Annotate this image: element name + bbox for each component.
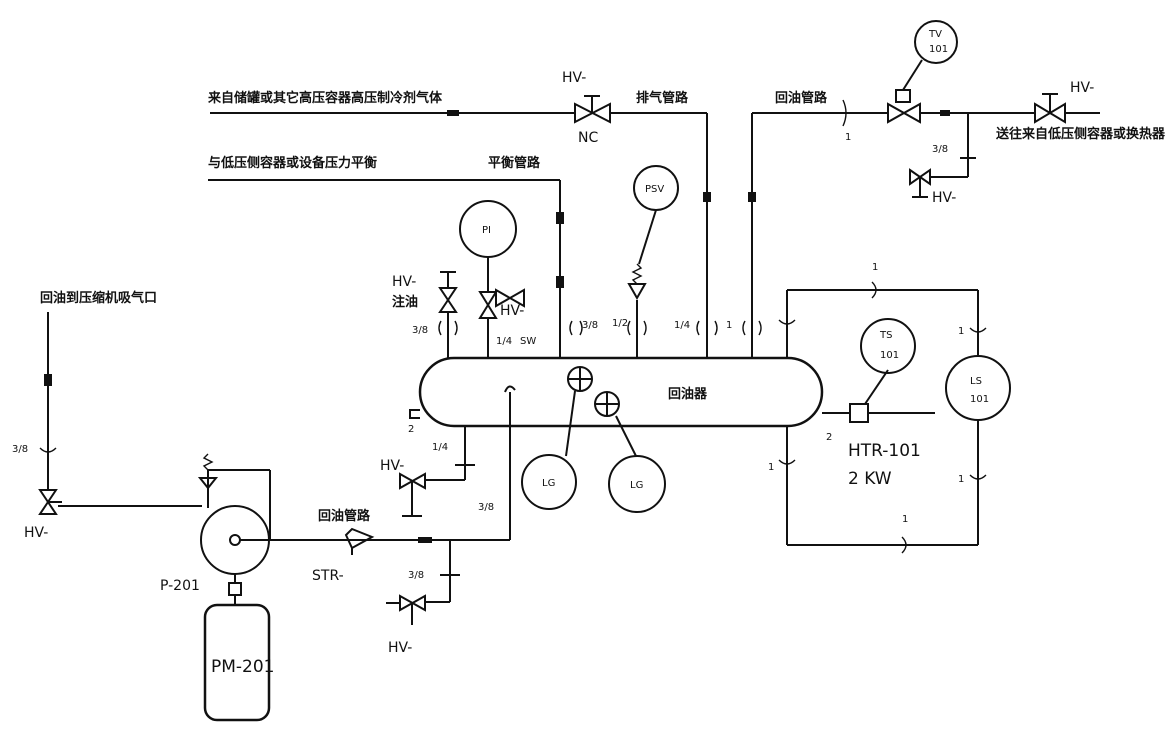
- balance-line-desc: 与低压侧容器或设备压力平衡: [208, 155, 377, 171]
- pi-gauge: [459, 200, 517, 292]
- oil-return-line: [240, 537, 510, 603]
- vessel-drain-pipe-size: 1/4: [432, 442, 448, 453]
- sw-label: SW: [520, 336, 536, 347]
- valve-hv-fill-label: HV-: [392, 274, 416, 290]
- valve-hv-outlet-label: HV-: [1070, 80, 1094, 96]
- tv-101-instrument: [914, 20, 958, 64]
- oil-drain-line-label: 回油管路: [318, 508, 371, 524]
- htr-power: 2 KW: [848, 469, 892, 489]
- psv-size: 1/2: [612, 318, 628, 329]
- valve-hv-outlet[interactable]: [1034, 93, 1066, 124]
- psv-instrument: [633, 165, 679, 211]
- return-drain-size: 3/8: [408, 570, 424, 581]
- level-glass-2: [608, 415, 666, 513]
- balance-line-label: 平衡管路: [488, 155, 541, 171]
- compressor-suction-line: [39, 312, 202, 507]
- tv-101-tag: TV: [928, 29, 942, 40]
- oil-separator-vessel: [409, 356, 824, 540]
- loop-size-left: 1: [768, 462, 774, 473]
- oil-outlet-size: 3/8: [478, 502, 494, 513]
- loop-size-right-bottom: 1: [958, 474, 964, 485]
- ls-tag: LS: [970, 376, 982, 387]
- pi-size: 1/4: [496, 336, 512, 347]
- htr-tag: HTR-101: [848, 441, 921, 461]
- heater-connection-size: 2: [826, 432, 832, 443]
- heater-htr101: [822, 318, 935, 423]
- motor-pm201: [203, 603, 271, 722]
- balance-line: [208, 179, 564, 358]
- valve-hv-tv-drain-label: HV-: [932, 190, 956, 206]
- fill-size: 3/8: [412, 325, 428, 336]
- valve-hv-suction-label: HV-: [24, 525, 48, 541]
- vessel-drain-size: 2: [408, 424, 414, 435]
- level-glass-1: [521, 390, 577, 510]
- strainer: [344, 527, 375, 555]
- return-size-1: 1: [845, 132, 851, 143]
- pi-tag: PI: [482, 225, 491, 236]
- motor-label: PM-201: [211, 657, 275, 677]
- level-switch-loop: [778, 281, 1011, 554]
- vessel-bottom-drain: [425, 426, 475, 481]
- ls-number: 101: [970, 394, 989, 405]
- valve-hv-pi[interactable]: [478, 288, 525, 358]
- balance-size: 3/8: [582, 320, 598, 331]
- inlet-line-label: 来自储罐或其它高压容器高压制冷剂气体: [207, 90, 443, 106]
- valve-hv-fill[interactable]: [438, 271, 458, 358]
- tv-101-number: 101: [929, 44, 948, 55]
- psv-relief-valve[interactable]: [627, 209, 657, 358]
- valve-hv-inlet-label: HV-: [562, 70, 586, 86]
- valve-hv-pi-label: HV-: [500, 303, 524, 319]
- loop-size-top: 1: [872, 262, 878, 273]
- exhaust-size: 1/4: [674, 320, 690, 331]
- valve-hv-tv-drain[interactable]: [909, 168, 931, 198]
- fill-label: 注油: [392, 294, 418, 310]
- return-size: 1: [726, 320, 732, 331]
- loop-size-right-top: 1: [958, 326, 964, 337]
- valve-hv-vessel-drain[interactable]: [399, 472, 426, 517]
- psv-tag: PSV: [645, 184, 664, 195]
- ts-number: 101: [880, 350, 899, 361]
- lg-2-tag: LG: [630, 480, 643, 491]
- ts-tag: TS: [879, 330, 892, 341]
- loop-size-bottom: 1: [902, 514, 908, 525]
- valve-hv-return-drain[interactable]: [386, 594, 426, 625]
- suction-size: 3/8: [12, 444, 28, 455]
- valve-hv-inlet[interactable]: [574, 95, 611, 124]
- return-line-label: 回油管路: [775, 90, 828, 106]
- pump-label: P-201: [160, 578, 200, 594]
- lg-1-tag: LG: [542, 478, 555, 489]
- control-valve-tv101[interactable]: [887, 59, 923, 124]
- vessel-label: 回油器: [668, 386, 708, 402]
- strainer-label: STR-: [312, 568, 344, 584]
- inlet-line: [210, 110, 711, 358]
- oil-fill-label: 回油到压缩机吸气口: [40, 290, 157, 306]
- return-line: [748, 99, 1100, 358]
- valve-hv-suction[interactable]: [38, 489, 62, 515]
- to-lowside-label: 送往来自低压侧容器或换热器: [995, 126, 1166, 142]
- pump-p201: [197, 453, 271, 605]
- exhaust-line-label: 排气管路: [636, 90, 689, 106]
- valve-hv-vessel-drain-label: HV-: [380, 458, 404, 474]
- valve-hv-return-drain-label: HV-: [388, 640, 412, 656]
- tv-drain-size: 3/8: [932, 144, 948, 155]
- valve-nc-label: NC: [578, 130, 598, 146]
- nozzle-size-marks: [438, 320, 762, 336]
